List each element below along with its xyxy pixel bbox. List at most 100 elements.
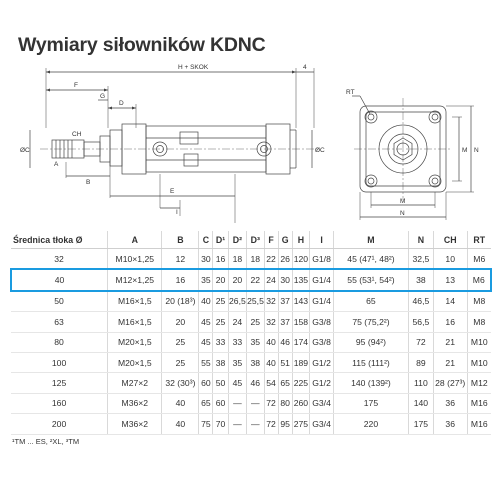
table-cell: M10 [467,332,491,353]
table-cell: G1/2 [309,352,334,374]
table-cell: 65 [278,372,293,394]
table-cell: 36 [433,393,468,415]
table-cell: 20 (18³) [161,290,200,313]
table-cell: 200 [11,413,109,435]
mount-hole-tr [428,110,442,124]
table-cell: — [246,393,265,415]
table-cell: 21 [433,352,468,374]
table-cell: 28 (27³) [433,372,468,394]
footnote: ¹TM ... ES, ²XL, ³TM [12,437,80,446]
table-cell: 10 [433,248,468,270]
table-cell: M20×1,5 [107,352,163,374]
label-m-side: M [462,147,467,154]
table-cell: 18 [228,248,248,270]
table-cell: 65 [198,393,214,415]
table-cell: 32 [264,311,279,333]
label-four: 4 [303,64,307,71]
table-cell: 143 [292,290,311,313]
table-cell: 45 (47¹, 48²) [333,248,409,270]
table-cell: 189 [292,352,311,374]
table-cell: — [246,413,265,435]
table-cell: 45 [198,311,214,333]
table-cell: 140 (139²) [333,372,409,394]
table-cell: G3/4 [309,393,334,415]
label-oc-right: ØC [315,147,325,154]
table-cell: 26 [278,248,293,270]
column-header: I [309,231,334,249]
column-header: N [408,231,434,249]
cylinder-drawing: H + SKOK 4 F G D A CH ØC ØC B E I RT M N… [20,64,479,223]
page-title: Wymiary siłowników KDNC [18,34,266,56]
label-oc-left: ØC [20,147,30,154]
table-cell: 37 [278,311,293,333]
mount-hole-tl [364,110,378,124]
table-cell: 32 [264,290,279,313]
label-d: D [119,100,124,107]
table-cell: 174 [292,332,311,353]
table-cell: 40 [161,393,200,415]
column-header: A [107,231,163,249]
table-cell: M10×1,25 [107,248,163,270]
column-header: C [198,231,214,249]
table-cell: 60 [198,372,214,394]
table-cell: 175 [333,393,409,415]
column-header: H [292,231,311,249]
table-cell: 260 [292,393,311,415]
table-cell: G1/2 [309,372,334,394]
table-cell: 63 [11,311,109,333]
table-cell: M16 [467,393,491,415]
column-header: D³ [246,231,265,249]
column-header: M [333,231,409,249]
table-cell: — [228,413,248,435]
table-cell: 33 [212,332,229,353]
table-cell: 18 [246,248,265,270]
table-cell: 35 [198,268,214,292]
table-cell: 30 [278,268,293,292]
label-rt: RT [346,89,355,96]
table-cell: 160 [11,393,109,415]
table-cell: 20 [212,268,229,292]
table-cell: 36 [433,413,468,435]
label-a: A [54,161,59,168]
mount-hole-br [428,174,442,188]
table-cell: 72 [264,393,279,415]
table-cell: 140 [408,393,434,415]
table-cell: 16 [433,311,468,333]
table-cell: M27×2 [107,372,163,394]
table-cell: 70 [212,413,229,435]
table-cell: 158 [292,311,311,333]
table-cell: 40 [10,268,109,292]
table-cell: 55 (53¹, 54²) [333,268,409,292]
table-cell: 54 [264,372,279,394]
table-cell: 20 [161,311,200,333]
table-cell: 25 [212,311,229,333]
table-cell: G1/4 [309,268,334,292]
label-n-bottom: N [400,210,405,217]
table-cell: 14 [433,290,468,313]
table-cell: 72 [408,332,434,353]
table-cell: 225 [292,372,311,394]
table-cell: 80 [11,332,109,353]
label-e: E [170,188,175,195]
table-cell: G3/8 [309,311,334,333]
table-cell: 24 [264,268,279,292]
table-cell: 32 (30³) [161,372,200,394]
table-cell: 12 [161,248,200,270]
table-cell: 75 (75,2²) [333,311,409,333]
table-cell: 25 [246,311,265,333]
label-h-skok: H + SKOK [178,64,209,71]
table-cell: 22 [264,248,279,270]
table-cell: 89 [408,352,434,374]
table-cell: 21 [433,332,468,353]
table-cell: 16 [161,268,200,292]
